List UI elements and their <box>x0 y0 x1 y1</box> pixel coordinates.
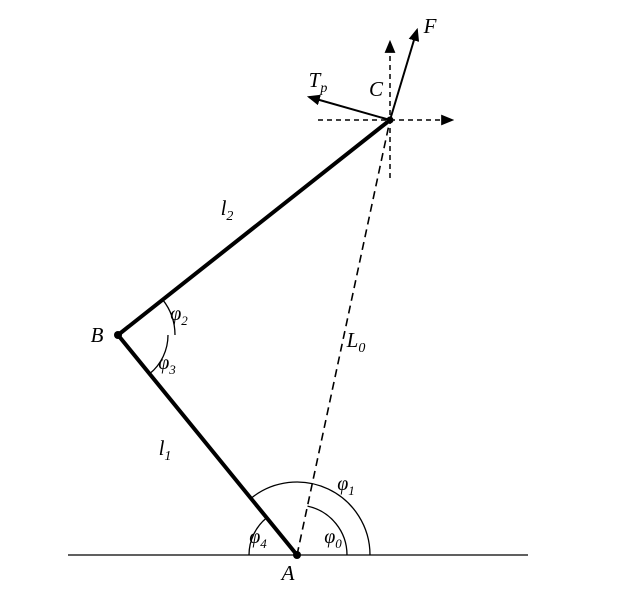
distance-label-l0: L0 <box>346 328 366 356</box>
angle-label-phi1-base: φ <box>337 473 348 495</box>
torque-label-tp: Tp <box>309 68 328 96</box>
torque-tp-arrow <box>306 94 391 121</box>
link-label-l1-sub: 1 <box>164 449 171 464</box>
joint-a-dot <box>293 551 301 559</box>
angle-label-phi3-base: φ <box>158 352 169 374</box>
point-label-c: C <box>369 77 384 101</box>
angle-label-phi3: φ3 <box>158 352 176 377</box>
link-l1-line <box>116 333 299 557</box>
angle-label-phi2-sub: 2 <box>181 313 188 328</box>
torque-label-tp-base: T <box>309 68 322 92</box>
force-f-arrow <box>389 27 420 121</box>
joint-c-dot <box>386 116 394 124</box>
angle-label-phi1: φ1 <box>337 473 355 498</box>
link-label-l1: l1 <box>159 436 172 464</box>
distance-label-l0-base: L <box>346 328 359 352</box>
angle-label-phi4-base: φ <box>249 526 260 548</box>
distance-l0-dashed-line <box>296 119 391 556</box>
angle-label-phi2: φ2 <box>170 303 188 328</box>
angle-label-phi0-base: φ <box>324 526 335 548</box>
angle-label-phi1-sub: 1 <box>348 483 355 498</box>
angle-label-phi0: φ0 <box>324 526 342 551</box>
angle-arc-phi4 <box>248 517 268 556</box>
angle-label-phi0-sub: 0 <box>335 536 342 551</box>
angle-arc-phi1 <box>250 481 371 556</box>
force-label-f: F <box>423 14 437 38</box>
distance-label-l0-sub: 0 <box>358 341 365 356</box>
link-label-l2: l2 <box>221 196 234 224</box>
torque-label-tp-sub: p <box>319 81 327 96</box>
angle-label-phi4-sub: 4 <box>260 536 267 551</box>
angle-arc-phi3 <box>149 334 169 375</box>
link-label-l2-base: l <box>221 196 227 220</box>
angle-label-phi4: φ4 <box>249 526 267 551</box>
link-label-l2-sub: 2 <box>226 209 233 224</box>
point-label-b: B <box>91 323 104 347</box>
angle-label-phi3-sub: 3 <box>168 362 176 377</box>
joint-b-dot <box>114 331 122 339</box>
angle-label-phi2-base: φ <box>170 303 181 325</box>
link-l2-line <box>116 118 392 337</box>
point-label-a: A <box>280 561 295 585</box>
link-label-l1-base: l <box>159 436 165 460</box>
angle-arc-phi2 <box>162 299 176 336</box>
angle-arc-phi0 <box>307 505 348 556</box>
